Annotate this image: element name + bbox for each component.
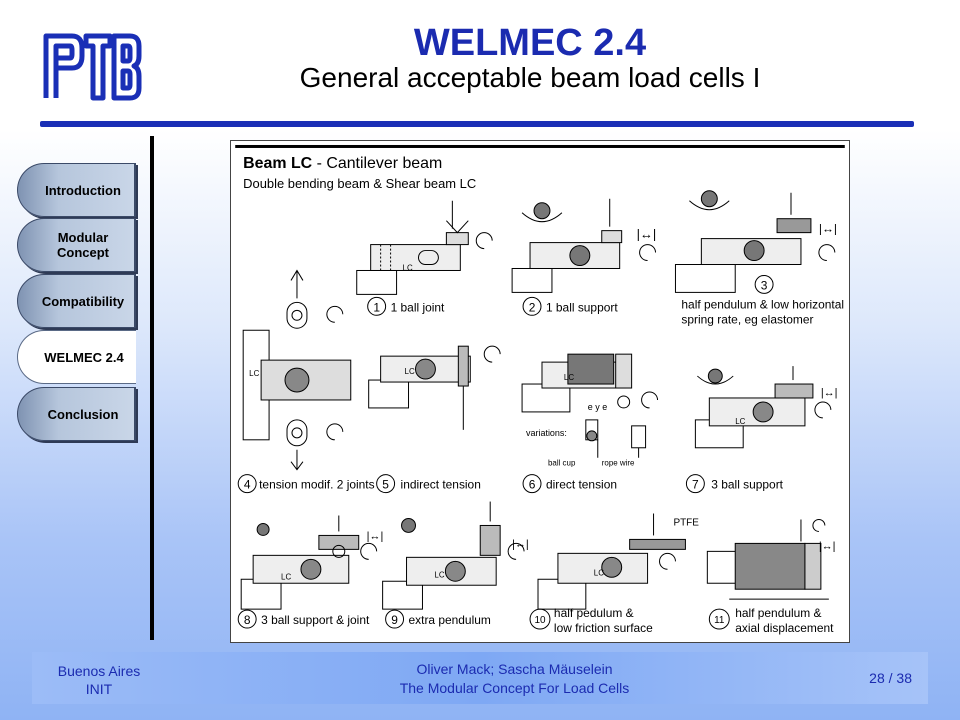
beam-load-cell-figure: Beam LC - Cantilever beam Double bending… [230,140,850,643]
page-total: 38 [896,670,912,686]
lc-label-6: LC [564,373,574,382]
lc-label-4: LC [249,369,259,378]
nav-divider [150,136,154,640]
caption-9: 9 extra pendulum [385,609,491,629]
svg-text:1 ball joint: 1 ball joint [391,300,445,314]
page-separator: / [884,670,897,686]
diagram-4-tension [242,269,352,471]
ptb-logo-graphic [43,33,142,101]
caption-8: 8 3 ball support & joint [237,609,370,629]
lc-label-7: LC [735,417,745,426]
caption-6: 6 direct tension [522,474,617,494]
title-underline [40,121,914,127]
nav-tab-label: WELMEC 2.4 [44,349,124,365]
svg-text:1: 1 [373,300,380,314]
nav-tab-compatibility[interactable]: Compatibility [17,274,136,328]
lc-label-8: LC [281,572,291,581]
svg-text:10: 10 [534,615,546,626]
rope-wire-label: rope wire [602,459,635,468]
svg-text:4: 4 [244,478,251,492]
caption-3: 3 half pendulum & low horizontal spring … [681,274,844,326]
svg-text:direct tension: direct tension [546,478,617,492]
diagram-8-3-ball-support-joint [240,515,378,610]
ptb-logo [42,26,142,102]
lc-label-9: LC [434,570,444,579]
nav-tab-label: Modular Concept [57,230,109,260]
arrow-symbol-11: |↔| [819,540,836,552]
eye-label: e y e [588,402,607,412]
svg-text:2: 2 [529,300,536,314]
page-current: 28 [869,670,885,686]
nav-tab-introduction[interactable]: Introduction [17,163,136,217]
svg-text:9: 9 [391,613,398,627]
svg-text:indirect tension: indirect tension [401,478,481,492]
svg-text:1 ball support: 1 ball support [546,300,618,314]
svg-text:half pendulum &: half pendulum & [735,606,821,620]
svg-text:tension modif. 2 joints: tension modif. 2 joints [259,478,374,492]
svg-text:spring rate, eg elastomer: spring rate, eg elastomer [681,312,813,326]
slide-title: WELMEC 2.4 [413,22,647,64]
arrow-symbol-9: |↔| [512,538,529,550]
caption-10: 10 half pedulum & low friction surface [529,606,653,635]
diagram-5-indirect-tension [368,345,501,430]
caption-1: 1 1 ball joint [367,296,445,316]
nav-tab-welmec[interactable]: WELMEC 2.4 [17,330,136,384]
caption-7: 7 3 ball support [685,474,784,494]
footer-authors: Oliver Mack; Sascha Mäuselein [416,661,613,677]
diagram-7-3-ball-support [694,366,832,449]
arrow-symbol-2: |↔| [637,227,657,242]
caption-11: 11 half pendulum & axial displacement [708,606,834,635]
svg-text:3 ball support: 3 ball support [711,478,783,492]
svg-text:3: 3 [761,278,768,292]
figure-heading: Beam LC - Cantilever beam [243,155,442,172]
diagram-1-ball-joint [356,200,493,295]
svg-text:axial displacement: axial displacement [735,621,834,635]
figure-subheading: Double bending beam & Shear beam LC [243,176,476,191]
variations-label: variations: [526,428,567,438]
footer-talk-title: The Modular Concept For Load Cells [399,680,630,696]
svg-text:8: 8 [244,613,251,627]
arrow-symbol-8: |↔| [367,530,384,542]
ptfe-label: PTFE [673,517,699,528]
svg-text:extra pendulum: extra pendulum [409,613,491,627]
diagram-2-ball-support [511,198,657,293]
nav-tab-modular-concept[interactable]: Modular Concept [17,218,136,272]
page-number: 28 / 38 [869,670,912,686]
svg-text:11: 11 [714,615,725,626]
svg-text:3 ball support & joint: 3 ball support & joint [261,613,370,627]
diagram-11-axial-displacement [706,519,829,600]
lc-label-1: LC [403,263,413,272]
nav-tab-conclusion[interactable]: Conclusion [17,387,136,441]
footer-location-city: Buenos Aires [57,663,141,679]
diagram-9-extra-pendulum [382,501,525,610]
footer-credits: Oliver Mack; Sascha Mäuselein The Modula… [332,660,697,698]
svg-text:6: 6 [529,478,536,492]
diagram-6-direct-tension [521,353,659,458]
ball-cup-label: ball cup [548,459,576,468]
diagram-3-half-pendulum [674,190,836,293]
arrow-symbol-3: |↔| [819,222,837,236]
svg-text:half pedulum &: half pedulum & [554,606,634,620]
nav-tab-label: Compatibility [41,293,125,309]
caption-4: 4 tension modif. 2 joints [237,474,375,494]
footer-location: Buenos Aires INIT [32,662,166,698]
svg-text:half pendulum & low horizontal: half pendulum & low horizontal [681,297,844,311]
diagram-10-low-friction [537,513,686,610]
svg-text:low friction surface: low friction surface [554,621,653,635]
figure-canvas: Beam LC - Cantilever beam Double bending… [235,144,845,635]
lc-label-10: LC [594,568,604,577]
nav-tab-label: Introduction [45,182,121,198]
slide-footer: Buenos Aires INIT Oliver Mack; Sascha Mä… [32,652,928,704]
arrow-symbol-7: |↔| [821,387,838,399]
svg-text:5: 5 [382,478,389,492]
caption-2: 2 1 ball support [522,296,618,316]
lc-label-5: LC [405,367,415,376]
slide-subtitle: General acceptable beam load cells I [299,62,761,93]
caption-5: 5 indirect tension [376,474,481,494]
nav-tab-label: Conclusion [47,406,119,422]
svg-text:7: 7 [692,478,699,492]
footer-location-org: INIT [85,681,113,697]
